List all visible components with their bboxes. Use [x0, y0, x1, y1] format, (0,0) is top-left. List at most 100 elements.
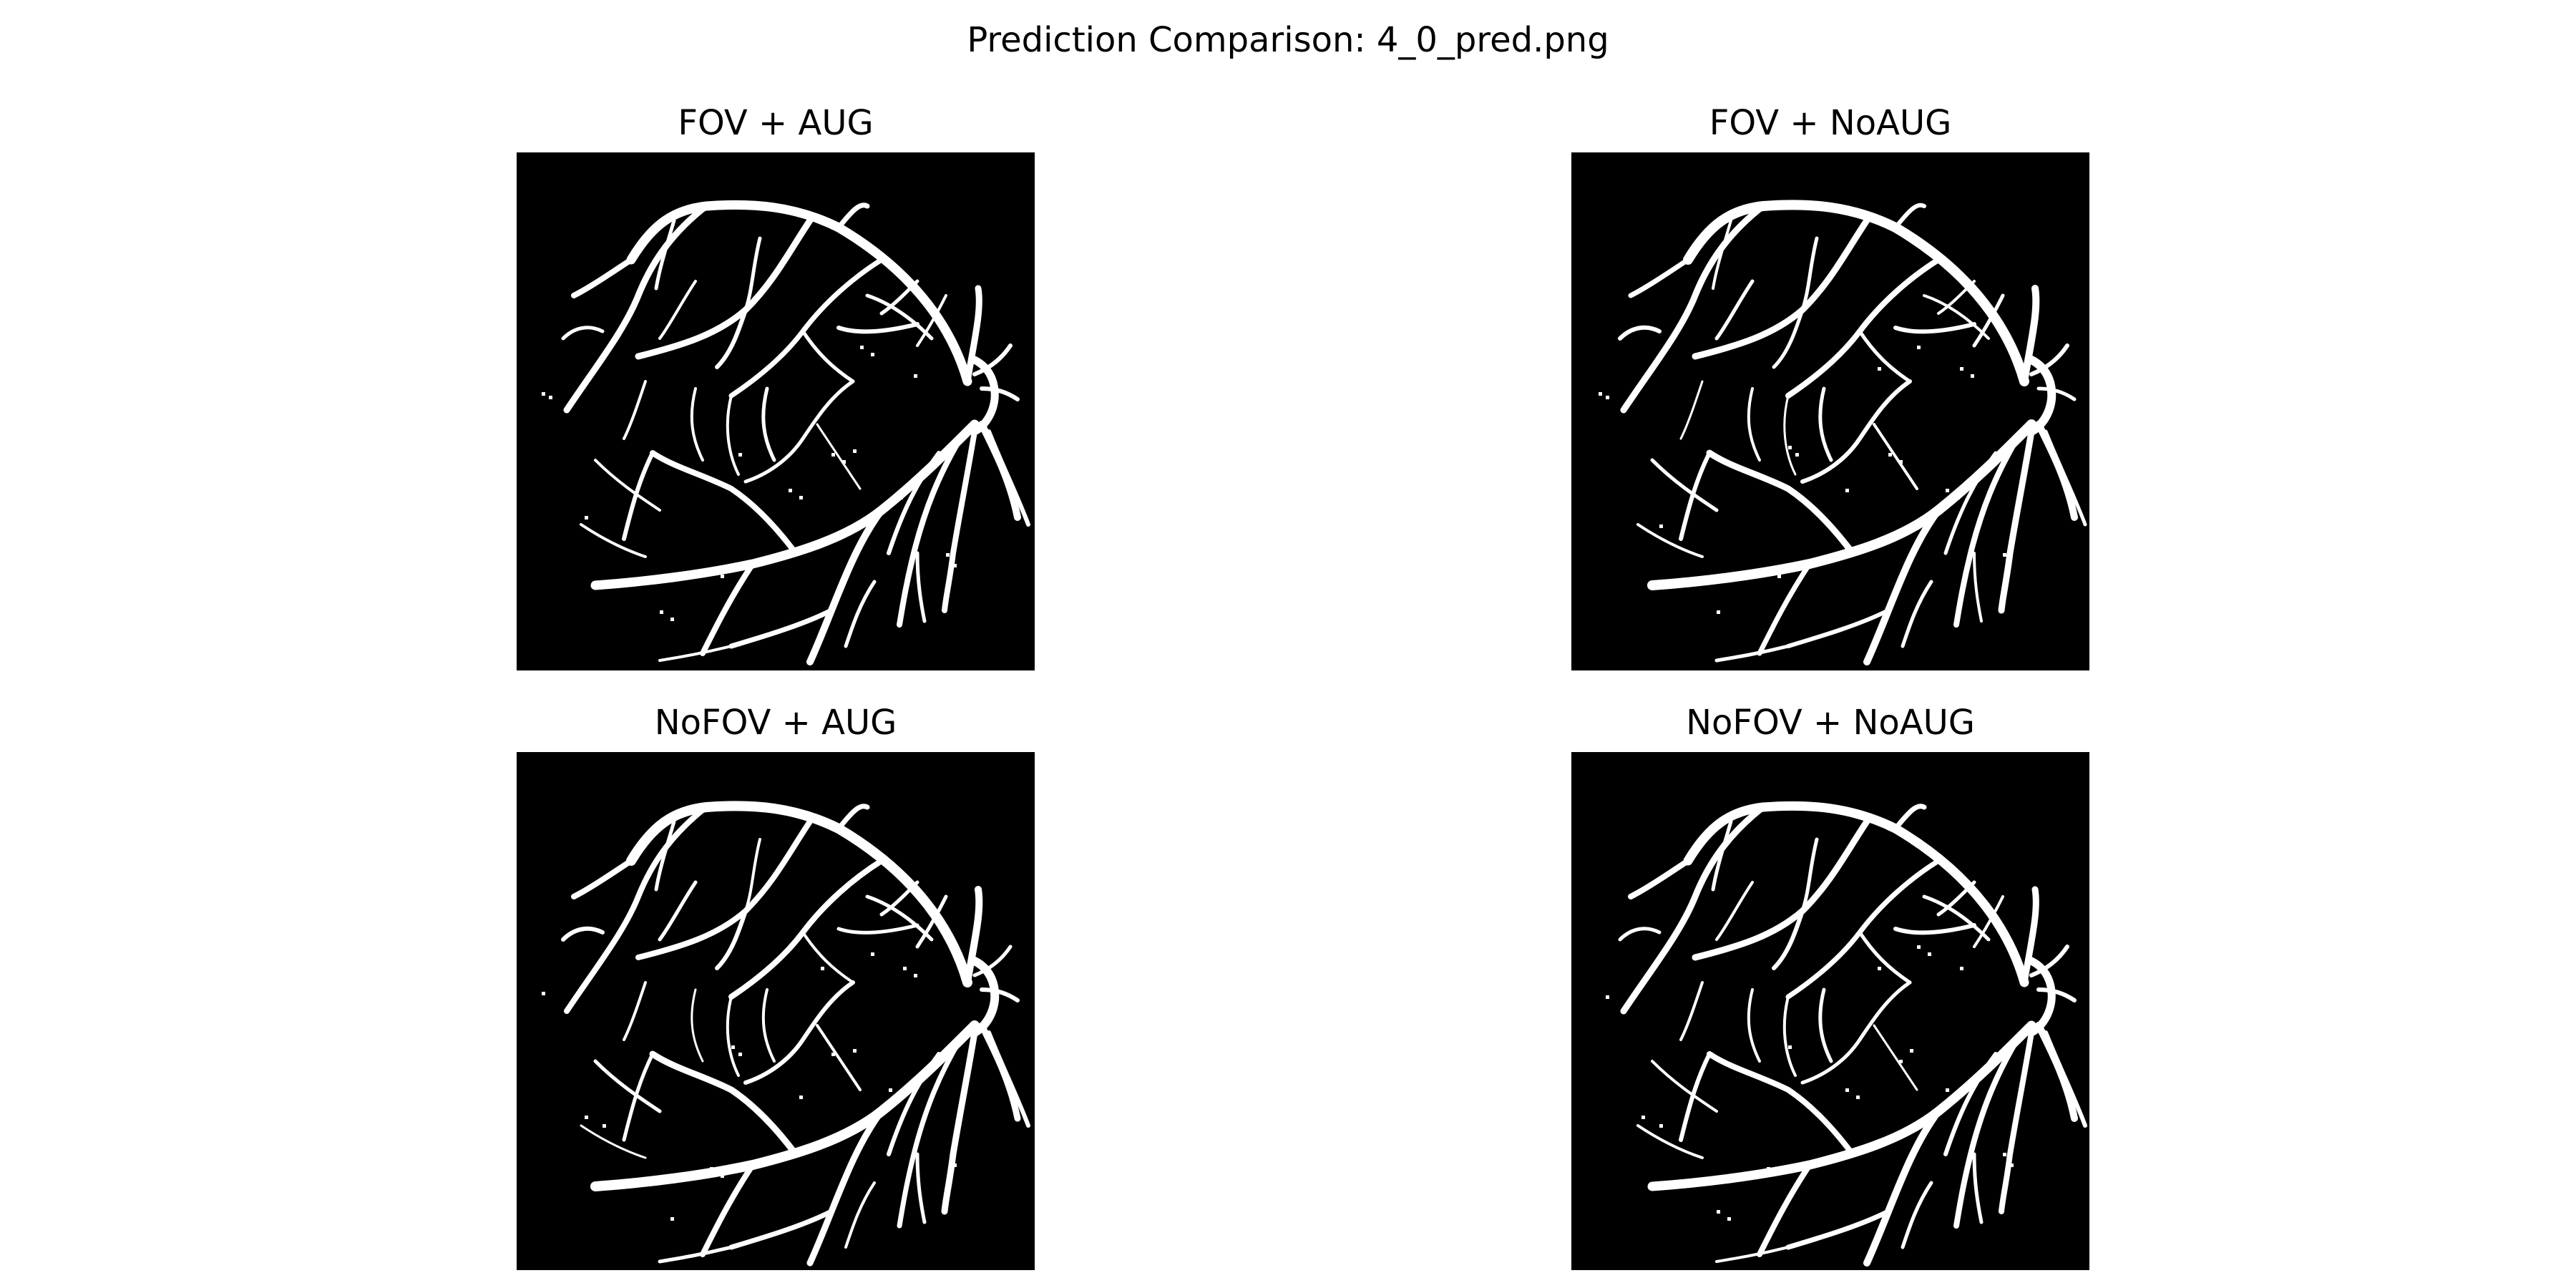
vessel-segment [2044, 1030, 2087, 1128]
vessel-segment [1953, 1037, 2020, 1229]
vessel-speck [1767, 567, 1770, 571]
vessel-segment [1707, 1051, 1855, 1157]
vessel-segment [1651, 1060, 1718, 1113]
vessel-segment [1863, 507, 1942, 665]
vessel-speck [1960, 967, 1963, 970]
vessel-segment [2021, 886, 2039, 986]
vessel-speck [585, 516, 588, 519]
figure-title: Prediction Comparison: 4_0_pred.png [967, 20, 1609, 60]
vessel-speck [831, 453, 835, 457]
vessel-segment [1873, 423, 1918, 490]
vessel-segment [1873, 1024, 1918, 1091]
vessel-speck [585, 1116, 588, 1119]
vessel-segment [1620, 203, 1767, 414]
vessel-segment [761, 988, 776, 1063]
vessel-segment [728, 608, 834, 649]
vessel-speck [1899, 460, 1903, 464]
vessel-speck [1777, 575, 1781, 578]
vessel-speck [953, 564, 957, 567]
vessel-segment [626, 801, 972, 987]
vessel-speck [899, 496, 903, 499]
vessel-segment [1683, 200, 2029, 386]
vessel-segment [1757, 1162, 1813, 1257]
vessel-segment [654, 819, 676, 892]
vessel-speck [899, 1096, 903, 1099]
vessel-segment [897, 1037, 963, 1229]
vessel-segment [650, 450, 799, 556]
vessel-segment [743, 236, 762, 312]
vessel-speck [1946, 1088, 1949, 1092]
vessel-segment [1757, 561, 1813, 656]
vessel-segment [626, 200, 972, 386]
vessel-segment [978, 421, 1021, 521]
vessel-segment [728, 1209, 834, 1250]
vessel-segment [887, 1052, 941, 1156]
vessel-segment [1679, 1052, 1712, 1142]
vessel-segment [635, 217, 814, 360]
vessel-segment [761, 386, 776, 462]
vessel-segment [564, 804, 709, 1014]
vessel-speck [1599, 392, 1602, 396]
vessel-speck [1910, 1049, 1913, 1053]
vessel-segment [836, 322, 919, 334]
vessel-speck [1717, 1210, 1720, 1214]
vessel-segment [1714, 644, 1790, 663]
vessel-segment [1706, 449, 1856, 557]
vessel-segment [1692, 818, 1870, 961]
vessel-speck [670, 618, 674, 621]
vessel-segment [844, 580, 877, 648]
vessel-segment [987, 429, 1030, 527]
vessel-segment [2021, 285, 2040, 385]
vessel-segment [2029, 945, 2069, 977]
vessel-speck [721, 1174, 724, 1178]
vessel-segment [806, 507, 885, 665]
vessel-segment [700, 561, 756, 656]
panel-title-fov-noaug: FOV + NoAUG [1709, 103, 1952, 143]
vessel-segment [743, 379, 855, 484]
vessel-speck [860, 346, 864, 349]
panel-title-nofov-aug: NoFOV + AUG [654, 703, 897, 743]
vessel-speck [1917, 346, 1921, 349]
vessel-speck [542, 992, 545, 995]
vessel-segment [879, 279, 919, 316]
prediction-image-fov-noaug [1571, 152, 2089, 670]
vessel-segment [654, 218, 676, 291]
vessel-speck [799, 496, 803, 499]
vessel-segment [623, 380, 647, 440]
vessel-segment [1785, 1209, 1891, 1250]
vessel-segment [1863, 1108, 1942, 1267]
vessel-speck [2003, 1153, 2006, 1156]
vessel-segment [1973, 552, 1983, 623]
vessel-segment [964, 285, 982, 385]
vessel-speck [789, 489, 792, 492]
vessel-segment [2044, 429, 2087, 527]
vessel-speck [871, 952, 874, 956]
vessel-speck [549, 396, 552, 399]
vessel-segment [1943, 1052, 1998, 1156]
panel-title-fov-aug: FOV + AUG [678, 103, 874, 143]
vessel-speck [914, 974, 917, 977]
vessel-segment [836, 203, 870, 230]
vessel-segment [980, 987, 1020, 1002]
vessel-segment [1714, 279, 1755, 341]
vessel-speck [1878, 367, 1881, 371]
vessel-segment [691, 988, 704, 1063]
vessel-speck [1606, 396, 1609, 399]
vessel-segment [1618, 927, 1662, 942]
vessel-segment [1636, 1124, 1704, 1159]
vessel-segment [1973, 895, 2004, 948]
vessel-segment [1712, 219, 1732, 290]
vessel-segment [1679, 451, 1712, 541]
vessel-speck [1928, 952, 1931, 956]
vessel-speck [2010, 1163, 2014, 1167]
vessel-segment [571, 858, 634, 899]
vessel-speck [1917, 945, 1921, 949]
vessel-segment [942, 429, 977, 613]
vessel-segment [941, 1029, 978, 1215]
vessel-speck [1727, 1217, 1731, 1221]
vessel-segment [1620, 804, 1767, 1015]
vessel-speck [738, 1053, 742, 1056]
vessel-segment [1800, 837, 1819, 913]
vessel-speck [602, 1124, 606, 1128]
vessel-segment [1618, 325, 1662, 341]
